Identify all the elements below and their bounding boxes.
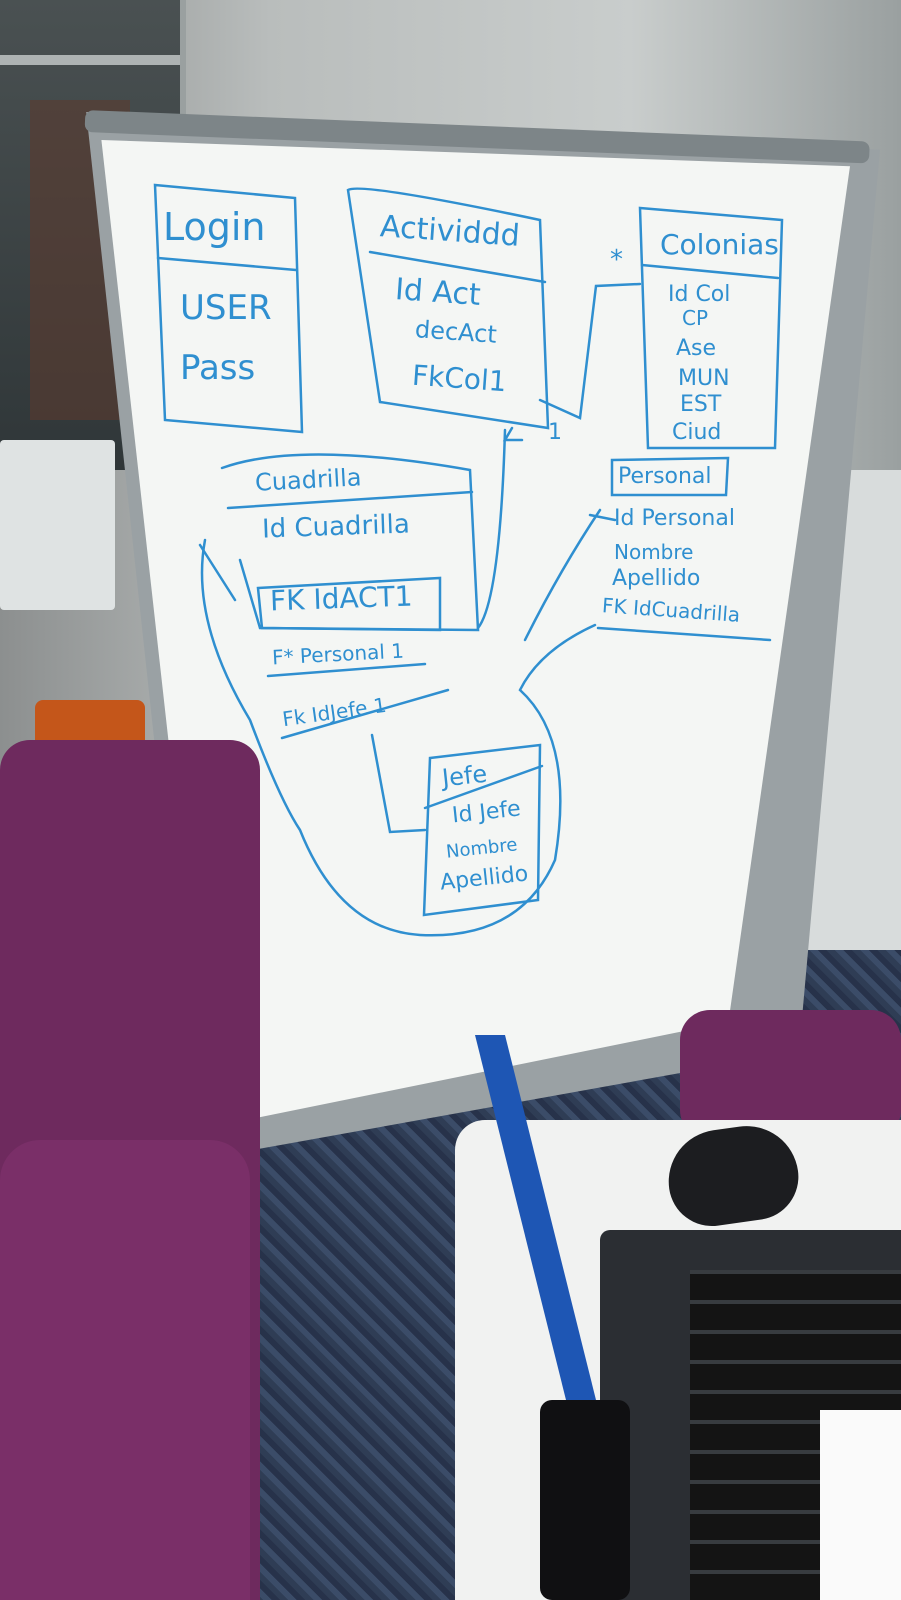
relation-jefe-cuadrilla	[370, 733, 427, 834]
outer-loop	[200, 538, 597, 937]
personal-connector	[523, 508, 602, 642]
field-actividad-desc: decAct	[414, 315, 498, 349]
cardinality-one: 1	[548, 420, 562, 445]
colonias-box	[638, 206, 784, 450]
field-personal-apellido: Apellido	[612, 566, 701, 591]
arrow-actividad	[502, 426, 524, 442]
entity-title-personal: Personal	[618, 464, 712, 489]
entity-title-colonias: Colonias	[660, 228, 779, 261]
entity-title-cuadrilla: Cuadrilla	[254, 463, 363, 497]
entity-title-jefe: Jefe	[440, 759, 489, 793]
field-personal-nombre: Nombre	[614, 540, 694, 564]
field-actividad-id: Id Act	[393, 272, 482, 313]
purple-armchair-seat	[0, 1140, 250, 1600]
field-actividad-fkcol: FkCol1	[410, 358, 508, 399]
field-colonias-mun: MUN	[678, 366, 730, 391]
black-case	[540, 1400, 630, 1600]
field-personal-id: Id Personal	[614, 506, 735, 531]
personal-fk-line	[596, 626, 772, 642]
login-box	[153, 183, 304, 434]
white-table	[0, 440, 115, 610]
login-divider	[156, 256, 298, 272]
paper-sheet	[820, 1410, 901, 1600]
cuadrilla-divider	[226, 490, 474, 510]
actividad-box	[346, 187, 550, 430]
personal-field-line	[588, 513, 617, 522]
field-login-pass: Pass	[180, 348, 256, 388]
jefe-divider	[423, 764, 544, 810]
field-colonias-cp: CP	[682, 306, 709, 330]
personal-box	[610, 456, 730, 497]
field-login-user: USER	[180, 288, 272, 328]
cuadrilla-box	[220, 453, 480, 632]
field-colonias-ciud: Ciud	[672, 420, 722, 445]
relation-actividad-colonias	[538, 282, 642, 420]
cuadrilla-jefe-line	[280, 688, 450, 740]
field-colonias-ase: Ase	[676, 336, 717, 361]
relation-cuadrilla-actividad	[476, 428, 507, 630]
window-frame-bar	[0, 55, 180, 65]
purple-chair-back	[680, 1010, 901, 1140]
colonias-divider	[640, 263, 780, 280]
field-cuadrilla-id: Id Cuadrilla	[261, 509, 411, 545]
fk-actividad-box	[256, 576, 442, 632]
outer-loop-left	[198, 543, 237, 602]
cuadrilla-personal-line	[266, 662, 427, 678]
entity-title-login: Login	[163, 205, 266, 249]
cardinality-many: *	[610, 245, 623, 275]
field-colonias-est: EST	[680, 392, 722, 417]
field-colonias-id: Id Col	[668, 282, 731, 307]
jefe-box	[422, 743, 542, 917]
actividad-divider	[368, 250, 547, 284]
field-cuadrilla-fkact: FK IdACT1	[269, 579, 414, 618]
